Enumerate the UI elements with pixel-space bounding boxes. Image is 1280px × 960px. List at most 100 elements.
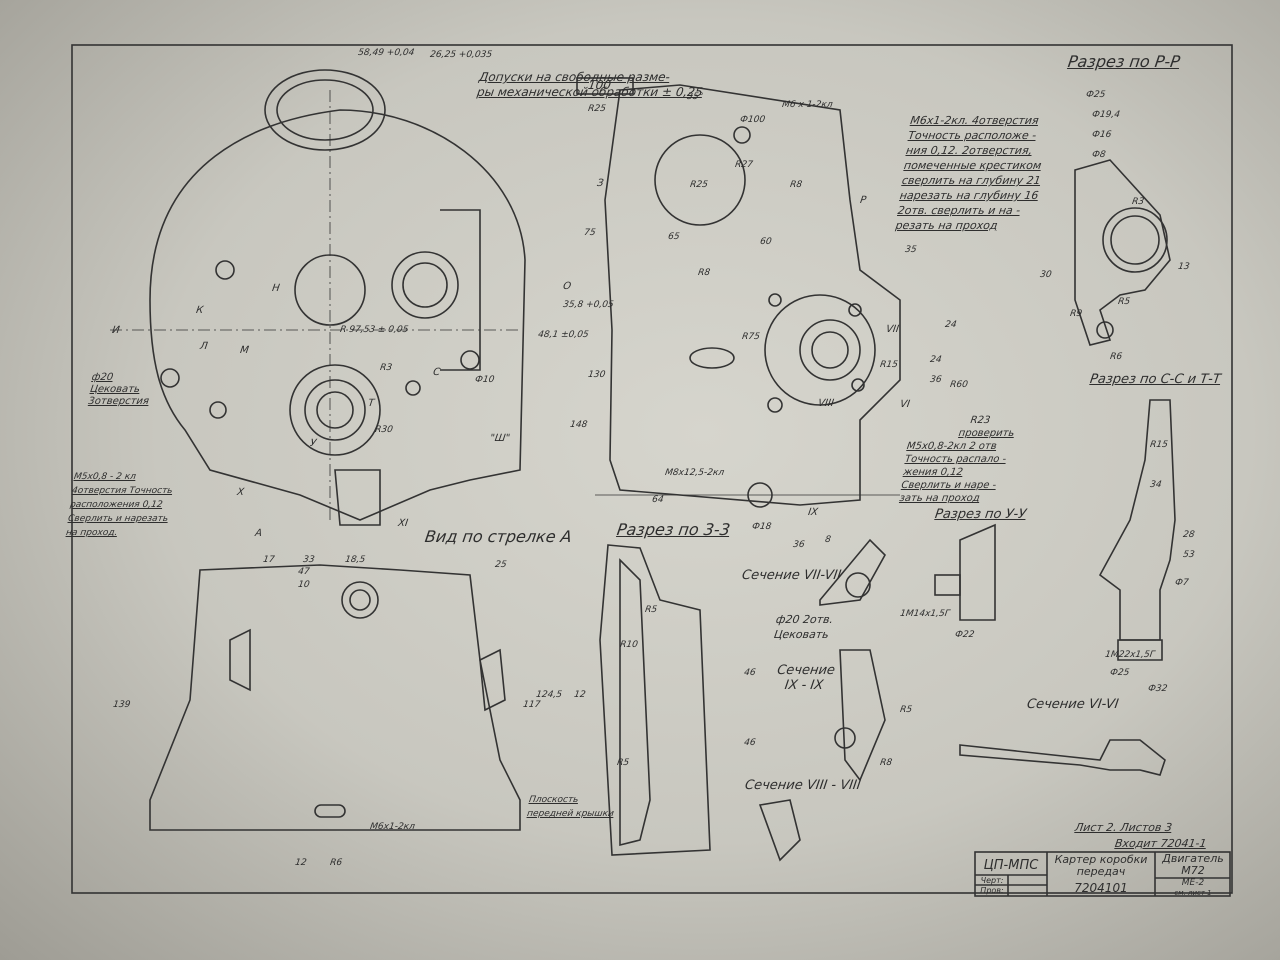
dimension-label: 124,5 [535, 690, 563, 700]
label-sec-viii: Сечение VIII - VIII [743, 778, 862, 793]
dimension-label: 12 [573, 690, 587, 700]
dimension-label: Ф8 [1091, 150, 1107, 160]
dimension-label: 48,1 ±0,05 [537, 330, 590, 340]
label-sec-vi: Сечение VI-VI [1025, 697, 1120, 712]
dimension-label: R25 [587, 104, 607, 114]
note-line: М6х1-2кл. 4отверстия [909, 114, 1040, 127]
dimension-label: R5 [1117, 297, 1131, 307]
dimension-label: 1М22х1,5Г [1104, 650, 1156, 660]
tolerance-note: Допуски на свободные разме- ры механичес… [476, 70, 706, 100]
label-view-a: Вид по стрелке А [423, 527, 574, 546]
dimension-label: Ф22 [954, 630, 975, 640]
product: Двигатель М72 [1162, 852, 1224, 877]
note-top-right: М6х1-2кл. 4отверстия Точность расположе … [895, 113, 1051, 233]
dimension-label: Ф10 [474, 375, 495, 385]
title-block-lines [974, 851, 1231, 897]
dimension-label: Ф25 [1085, 90, 1106, 100]
note-line: на проход. [65, 528, 119, 538]
dimension-label: 34 [1149, 480, 1163, 490]
view-mark: IX [807, 507, 819, 518]
dimension-label: Ф16 [1091, 130, 1112, 140]
label-section-pp: Разрез по Р-Р [1066, 52, 1182, 71]
note-line: ф20 2отв. [775, 613, 834, 626]
small-sections [758, 523, 1166, 862]
dimension-label: 17 [262, 555, 276, 565]
section-c-t [1098, 399, 1176, 661]
section-p-p [1074, 159, 1171, 346]
view-mark: "Ш" [489, 433, 511, 444]
view-mark: A [254, 528, 263, 539]
dimension-label: 53 [1182, 550, 1196, 560]
scale-note: см. лист 1 [1174, 889, 1212, 897]
note-line: Допуски на свободные разме- [478, 70, 671, 84]
note-left: М5х0,8 - 2 кл 4отверстия Точность распол… [65, 470, 175, 540]
dimension-label: 117 [522, 700, 541, 710]
note-glass: Плоскость передней крышки [526, 793, 617, 821]
dimension-label: 1М14х1,5Г [899, 609, 951, 619]
part-of: Входит 72041-1 [1114, 837, 1208, 850]
dimension-label: 46 [743, 738, 757, 748]
dimension-label: 36 [792, 540, 806, 550]
dimension-label: 47 [297, 567, 311, 577]
note-line: R23 [969, 415, 991, 426]
note-line: Цековать [773, 628, 830, 641]
dimension-label: R 97,53 ± 0,05 [339, 325, 409, 335]
dimension-label: 18,5 [344, 555, 366, 565]
dimension-label: Ф18 [751, 522, 772, 532]
note-line: Точность распало - [904, 454, 1007, 465]
dimension-label: Ф32 [1147, 684, 1168, 694]
front-view [110, 69, 526, 526]
note-line: Цековать [89, 384, 141, 395]
dimension-label: Ф25 [1109, 668, 1130, 678]
note-line: сверлить на глубину 21 [901, 174, 1042, 187]
dimension-label: R6 [329, 858, 343, 868]
dimension-label: R30 [374, 425, 394, 435]
view-mark: Н [271, 283, 281, 294]
note-line: жения 0,12 [902, 467, 964, 478]
drawn-label: Черт: [980, 876, 1004, 885]
dimension-label: 35 [904, 245, 918, 255]
drawing-number: 7204101 [1074, 881, 1128, 895]
material: МЕ-2 [1181, 878, 1205, 888]
dimension-label: R8 [697, 268, 711, 278]
note-line: резать на проход [894, 219, 999, 232]
view-mark: VI [899, 399, 911, 410]
dimension-label: 130 [587, 370, 606, 380]
dimension-label: R75 [741, 332, 761, 342]
dimension-label: R27 [734, 160, 754, 170]
checked-label: Пров: [980, 886, 1004, 895]
dimension-label: R8 [789, 180, 803, 190]
label-section-st: Разрез по С-С и Т-Т [1088, 372, 1222, 387]
dimension-label: 8 [824, 535, 832, 545]
note-line: 4отверстия Точность [71, 486, 174, 496]
dimension-label: R6 [1109, 352, 1123, 362]
view-mark: М [239, 345, 250, 356]
dimension-label: M6 x 1-2кл [781, 100, 834, 110]
dimension-label: R25 [689, 180, 709, 190]
dimension-label: Ф100 [739, 115, 766, 125]
note-line: ф20 [90, 372, 114, 383]
dimension-label: 65 [667, 232, 681, 242]
dimension-label: R9 [1069, 309, 1083, 319]
note-line: зать на проход [898, 493, 981, 504]
view-mark: VIII [817, 398, 835, 409]
dimension-label: 60 [759, 237, 773, 247]
dimension-label: 25 [494, 560, 508, 570]
format-box [576, 77, 634, 95]
note-line: ры механической обработки ± 0,25 [476, 85, 704, 99]
label-section-uu: Разрез по У-У [933, 507, 1028, 522]
section-3-3 [599, 544, 711, 856]
dimension-label: R60 [949, 380, 969, 390]
view-a [149, 564, 521, 831]
dimension-label: R5 [616, 758, 630, 768]
dimension-label: 24 [944, 320, 958, 330]
dimension-label: R5 [644, 605, 658, 615]
dimension-label: 13 [1177, 262, 1191, 272]
dimension-label: 10 [297, 580, 311, 590]
dimension-label: 46 [743, 668, 757, 678]
view-mark: XI [397, 518, 409, 529]
dimension-label: R3 [379, 363, 393, 373]
dimension-label: R10 [619, 640, 639, 650]
dimension-label: 148 [569, 420, 588, 430]
